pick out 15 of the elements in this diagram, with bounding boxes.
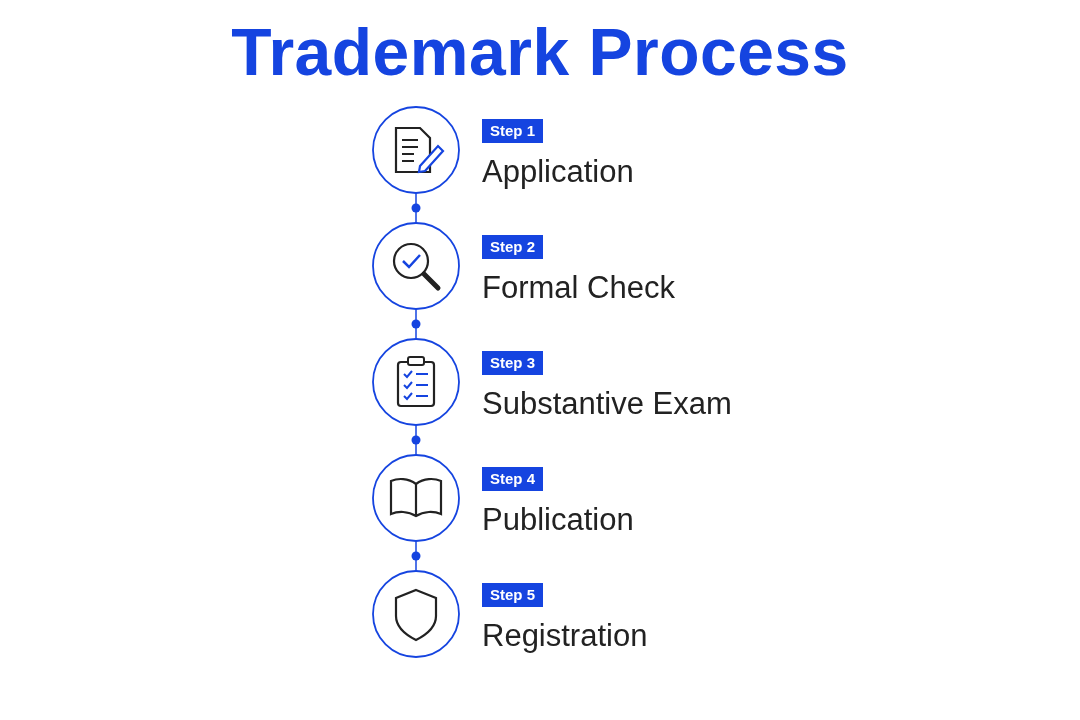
step-title: Application: [482, 154, 634, 190]
step-badge: Step 1: [482, 119, 543, 143]
connector-line: [415, 308, 417, 340]
step-badge: Step 4: [482, 467, 543, 491]
connector-line: [415, 540, 417, 572]
step-title: Publication: [482, 502, 634, 538]
step-badge: Step 2: [482, 235, 543, 259]
step-badge: Step 5: [482, 583, 543, 607]
step-title: Formal Check: [482, 270, 675, 306]
step-badge: Step 3: [482, 351, 543, 375]
step-title: Substantive Exam: [482, 386, 732, 422]
connector-line: [415, 424, 417, 456]
connector-line: [415, 192, 417, 224]
step-title: Registration: [482, 618, 648, 654]
title: Trademark Process: [231, 15, 849, 89]
